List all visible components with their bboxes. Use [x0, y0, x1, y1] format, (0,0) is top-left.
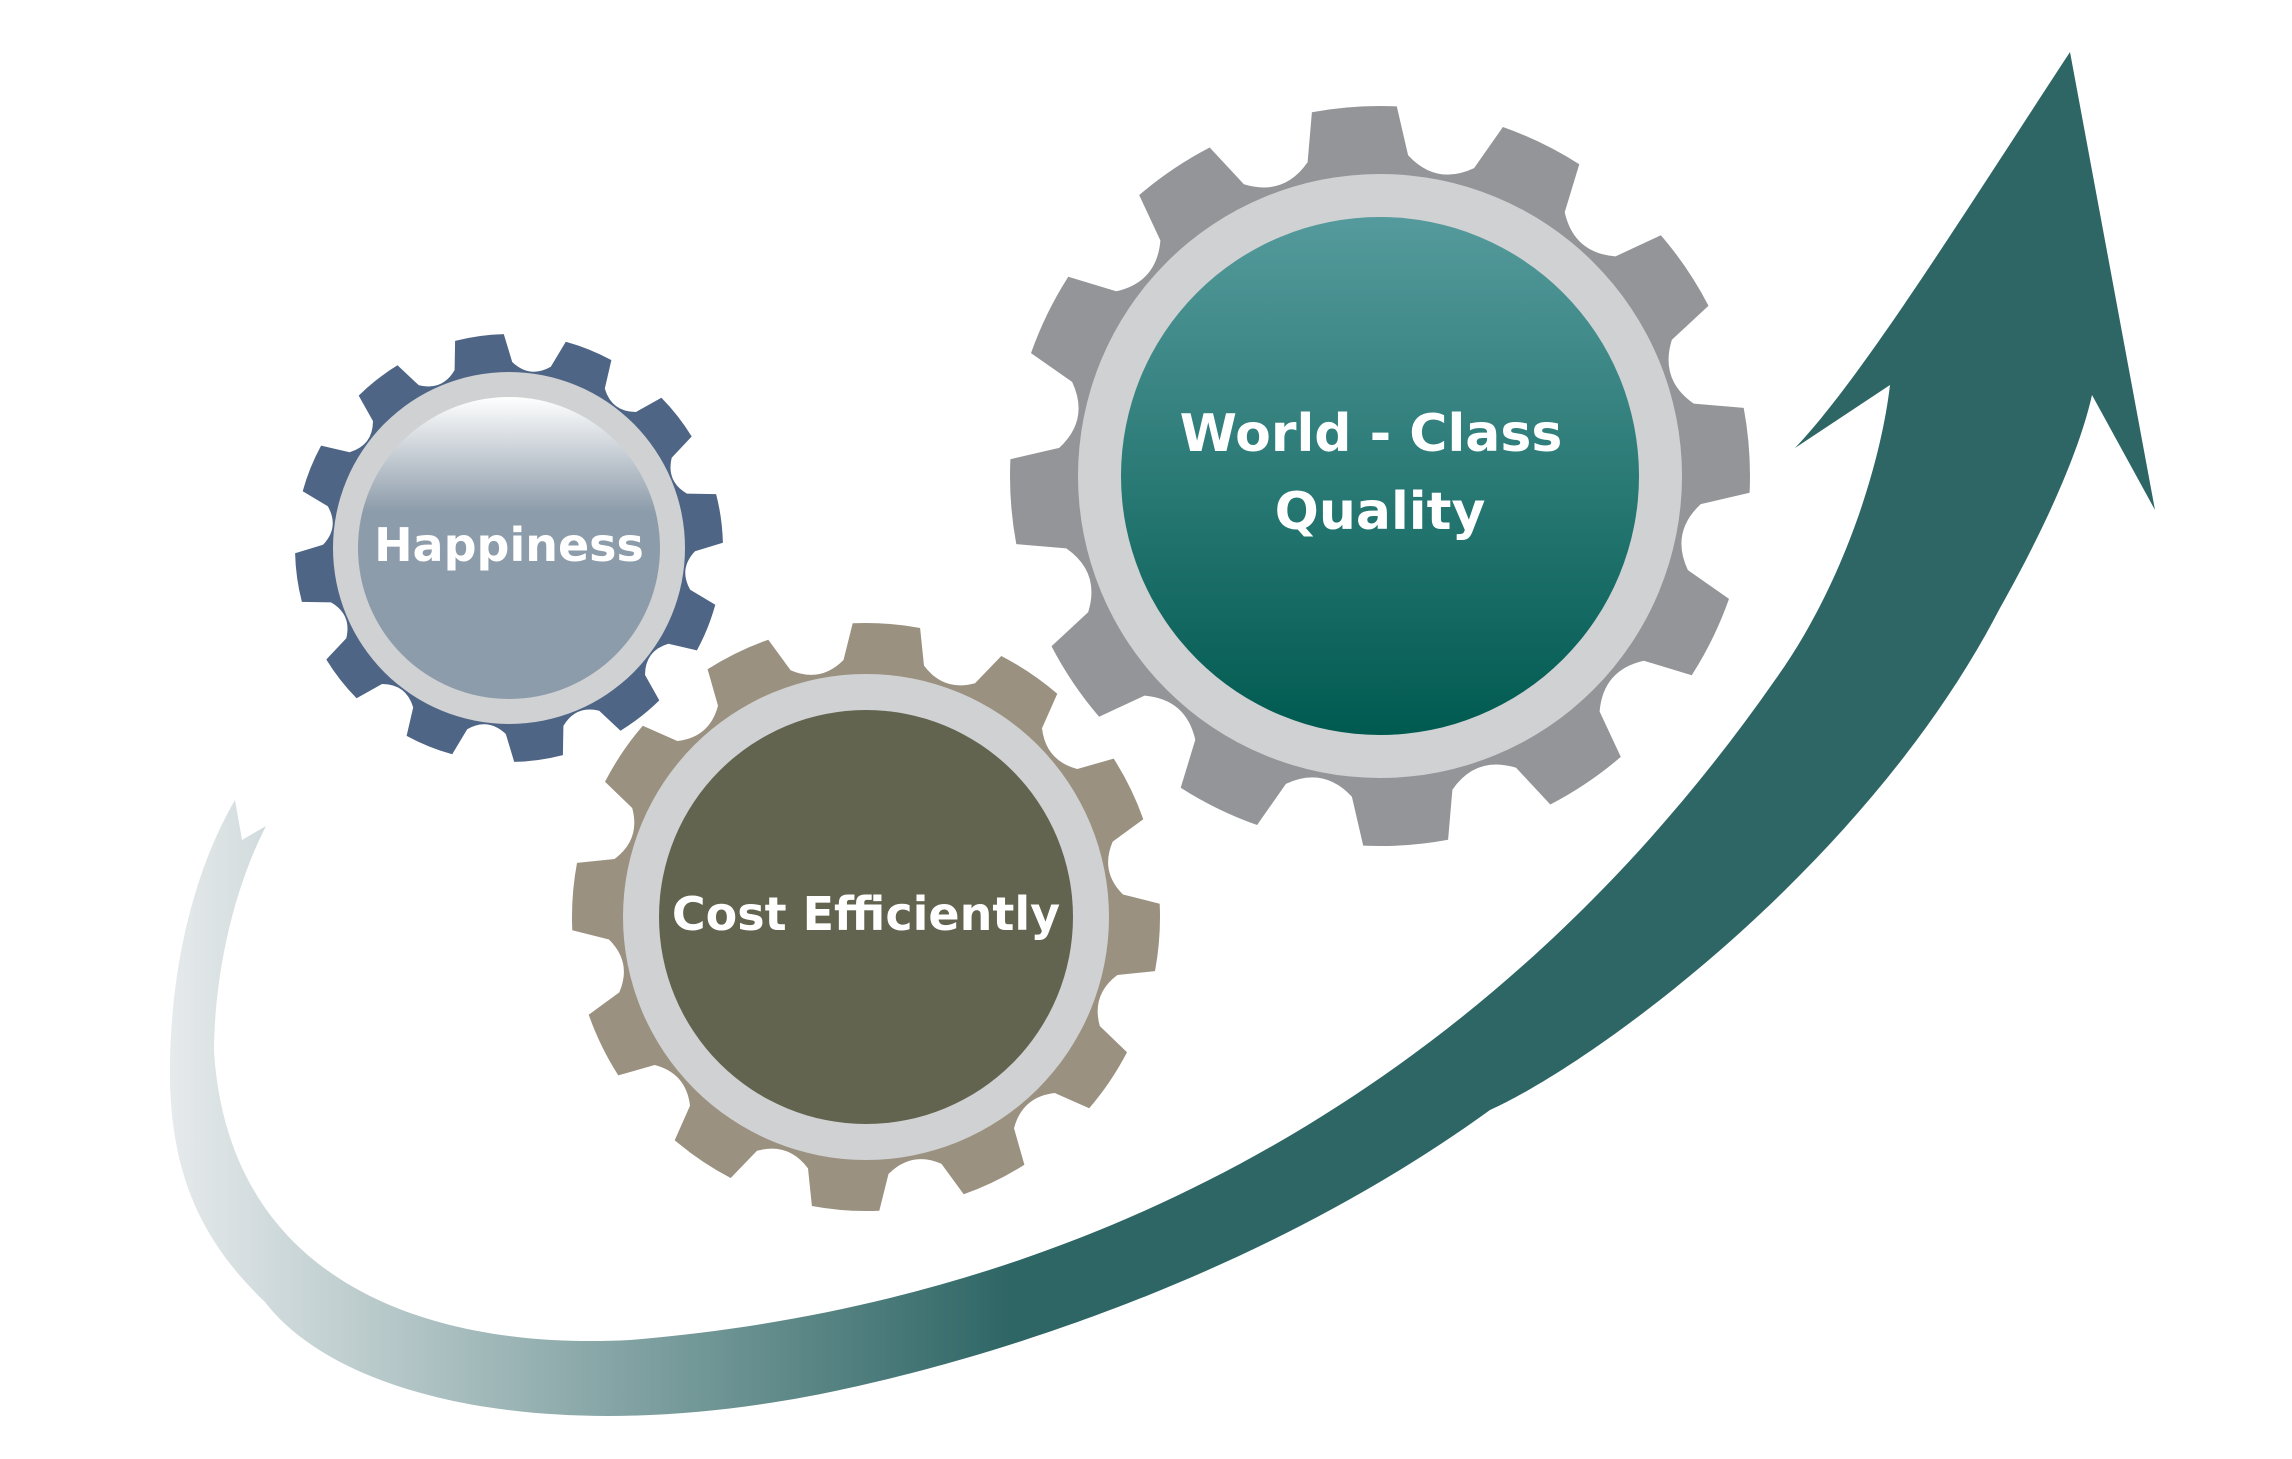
gear-quality-label-line-2: Quality: [1275, 482, 1486, 542]
gear-cost-label: Cost Efficiently: [672, 887, 1060, 941]
gear-quality-label-line-1: World - Class: [1180, 404, 1563, 464]
gear-happiness-center: [358, 397, 660, 699]
gear-cost-center: [659, 710, 1073, 1124]
gear-cost-efficiently: Cost Efficiently: [571, 622, 1161, 1212]
gear-quality-center: [1121, 217, 1639, 735]
gear-cost-label-line-1: Cost Efficiently: [672, 887, 1060, 941]
gear-quality-label: World - Class Quality: [1180, 404, 1581, 542]
gear-happiness-label-line-1: Happiness: [374, 518, 644, 572]
gear-world-class-quality: World - Class Quality: [1010, 106, 1750, 846]
gear-happiness-label: Happiness: [374, 518, 644, 572]
growth-arrow-body: [169, 52, 2155, 1416]
gear-happiness: Happiness: [295, 334, 723, 762]
growth-arrow: [169, 52, 2155, 1416]
